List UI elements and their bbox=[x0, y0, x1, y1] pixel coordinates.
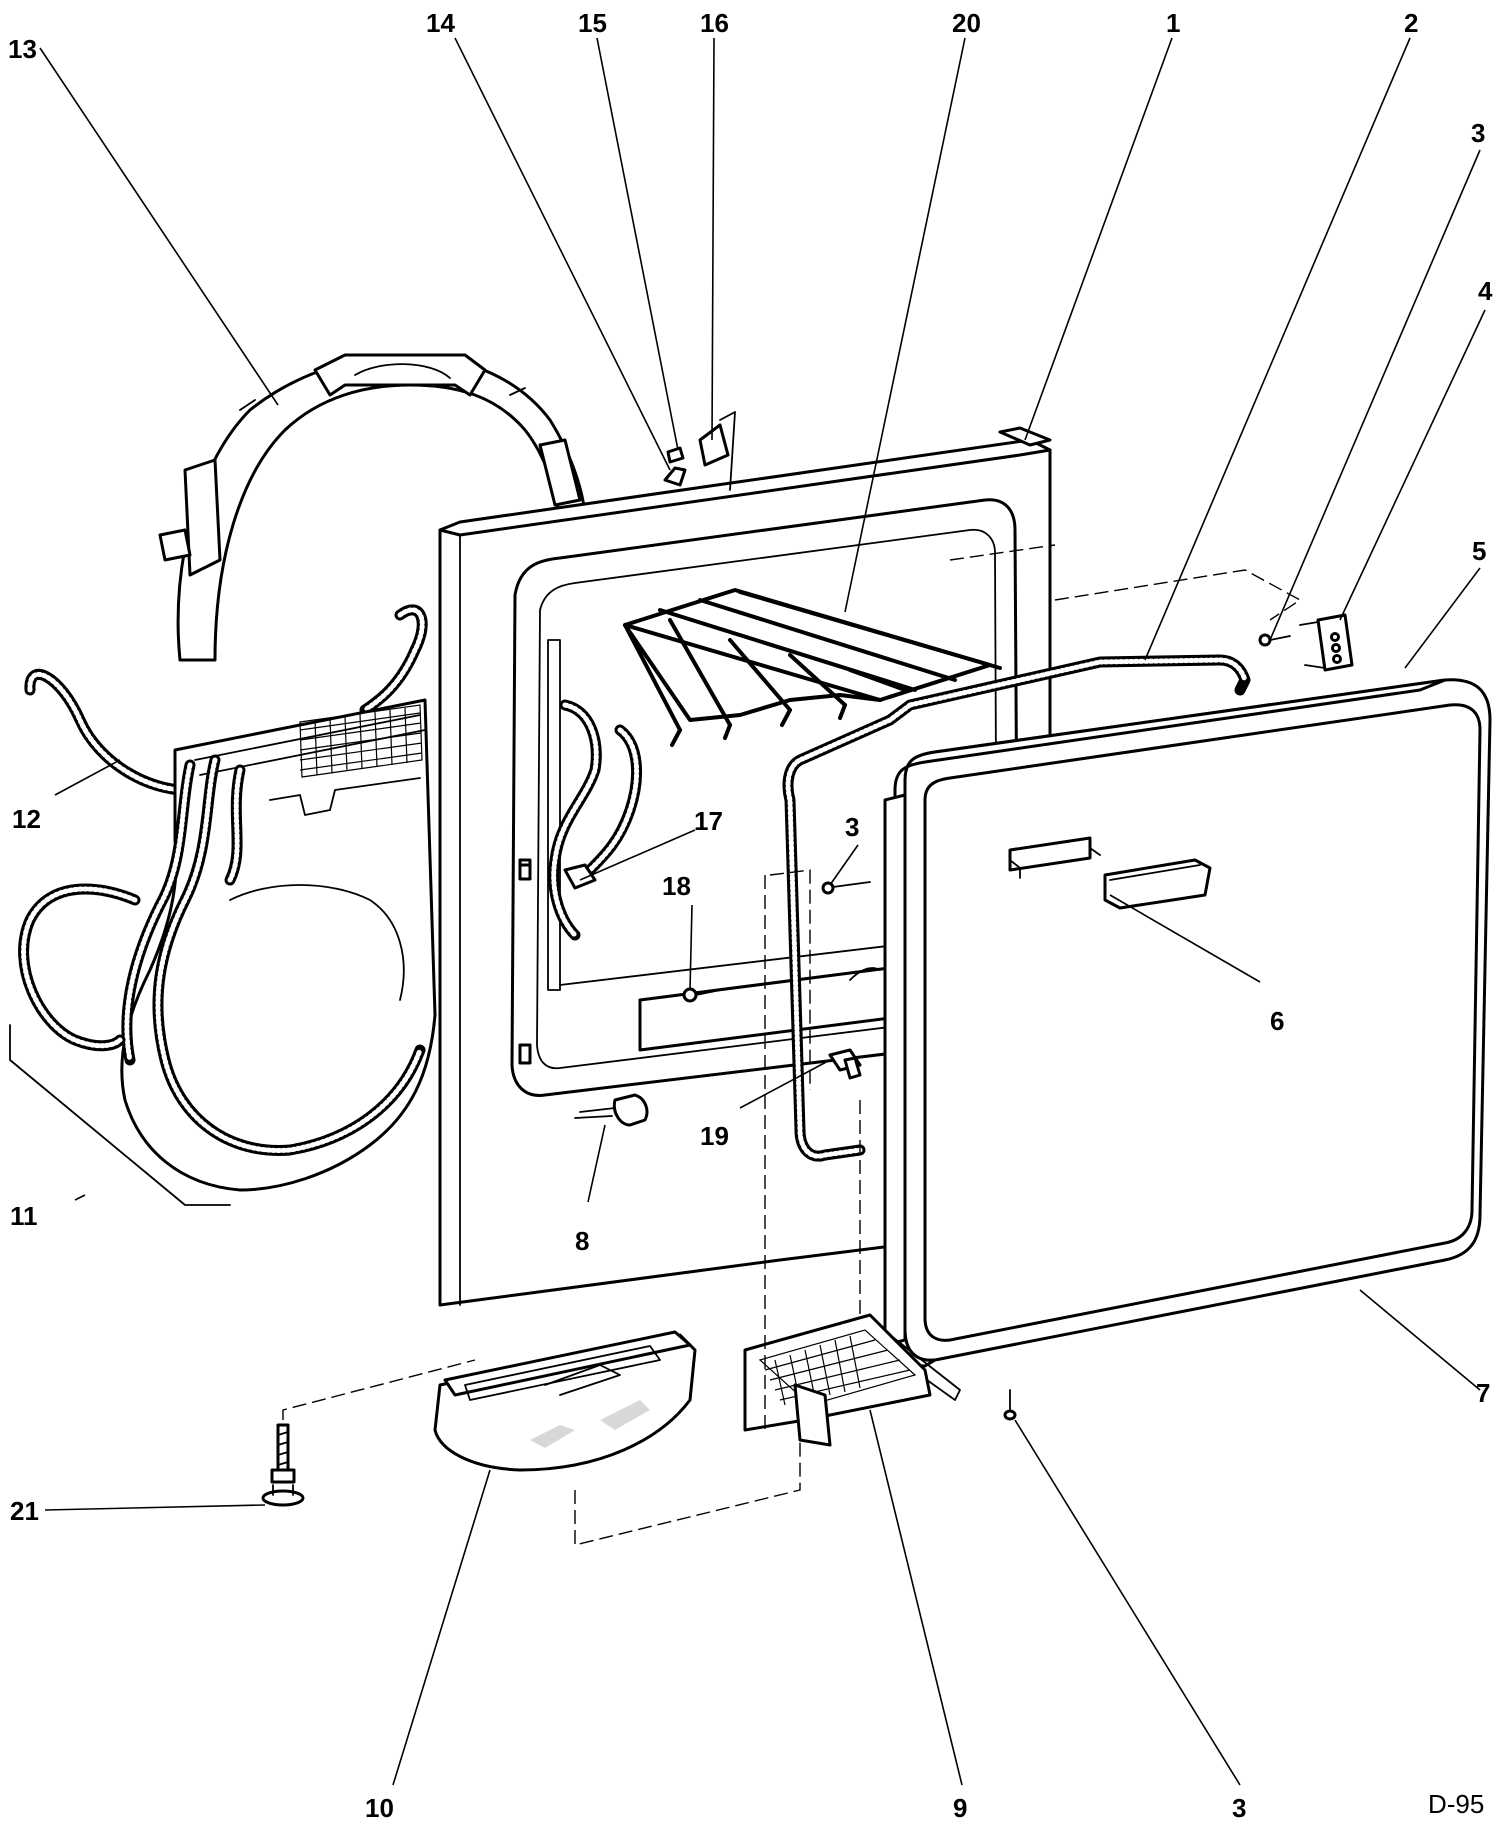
callout-8: 8 bbox=[575, 1226, 589, 1256]
part-21-leveling-foot bbox=[261, 1423, 305, 1507]
callout-9: 9 bbox=[953, 1793, 967, 1823]
callout-labels: 13 14 15 16 20 1 2 3 4 5 12 17 3 18 6 19… bbox=[8, 8, 1493, 1823]
part-8-door-switch bbox=[574, 1093, 649, 1127]
part-18-screw bbox=[682, 987, 731, 1003]
part-4-hinge bbox=[1299, 613, 1354, 672]
callout-10: 10 bbox=[365, 1793, 394, 1823]
assembly-lines bbox=[9, 569, 1302, 1546]
callout-13: 13 bbox=[8, 34, 37, 64]
part-11-air-duct-assembly bbox=[18, 698, 437, 1192]
callout-3-door: 3 bbox=[845, 812, 859, 842]
part-19-door-catch bbox=[828, 1048, 862, 1080]
callout-18: 18 bbox=[662, 871, 691, 901]
part-14-15-16-hardware bbox=[663, 411, 736, 491]
callout-5: 5 bbox=[1472, 536, 1486, 566]
part-10-lint-filter bbox=[433, 1330, 697, 1472]
callout-3-upper: 3 bbox=[1471, 118, 1485, 148]
part-12-felt-seal bbox=[24, 604, 428, 796]
callout-21: 21 bbox=[10, 1496, 39, 1526]
part-9-kickplate-grille bbox=[743, 1313, 932, 1447]
part-13-drum-front-ring bbox=[158, 353, 587, 662]
duct-mesh-screen bbox=[299, 704, 423, 778]
callout-20: 20 bbox=[952, 8, 981, 38]
part-17-door-switch-wiring bbox=[518, 699, 643, 941]
callout-17: 17 bbox=[694, 806, 723, 836]
callout-7: 7 bbox=[1476, 1378, 1490, 1408]
part-2-door-gasket bbox=[782, 654, 1251, 1162]
callout-6: 6 bbox=[1270, 1006, 1284, 1036]
callout-12: 12 bbox=[12, 804, 41, 834]
part-3-screw-upper bbox=[1258, 633, 1291, 647]
callout-14: 14 bbox=[426, 8, 455, 38]
part-3-screw-door bbox=[821, 881, 871, 895]
part-6-door-handle bbox=[1103, 858, 1212, 910]
callout-16: 16 bbox=[700, 8, 729, 38]
callout-2: 2 bbox=[1404, 8, 1418, 38]
part-5-7-door-assembly bbox=[883, 678, 1492, 1401]
leader-lines bbox=[39, 37, 1486, 1786]
diagram-reference-id: D-95 bbox=[1428, 1789, 1484, 1819]
callout-3-bottom: 3 bbox=[1232, 1793, 1246, 1823]
callout-4: 4 bbox=[1478, 276, 1493, 306]
callout-15: 15 bbox=[578, 8, 607, 38]
part-3-screw-bottom bbox=[1003, 1389, 1017, 1421]
callout-1: 1 bbox=[1166, 8, 1180, 38]
callout-11: 11 bbox=[10, 1201, 38, 1231]
part-20-drying-rack bbox=[623, 588, 1002, 747]
callout-19: 19 bbox=[700, 1121, 729, 1151]
